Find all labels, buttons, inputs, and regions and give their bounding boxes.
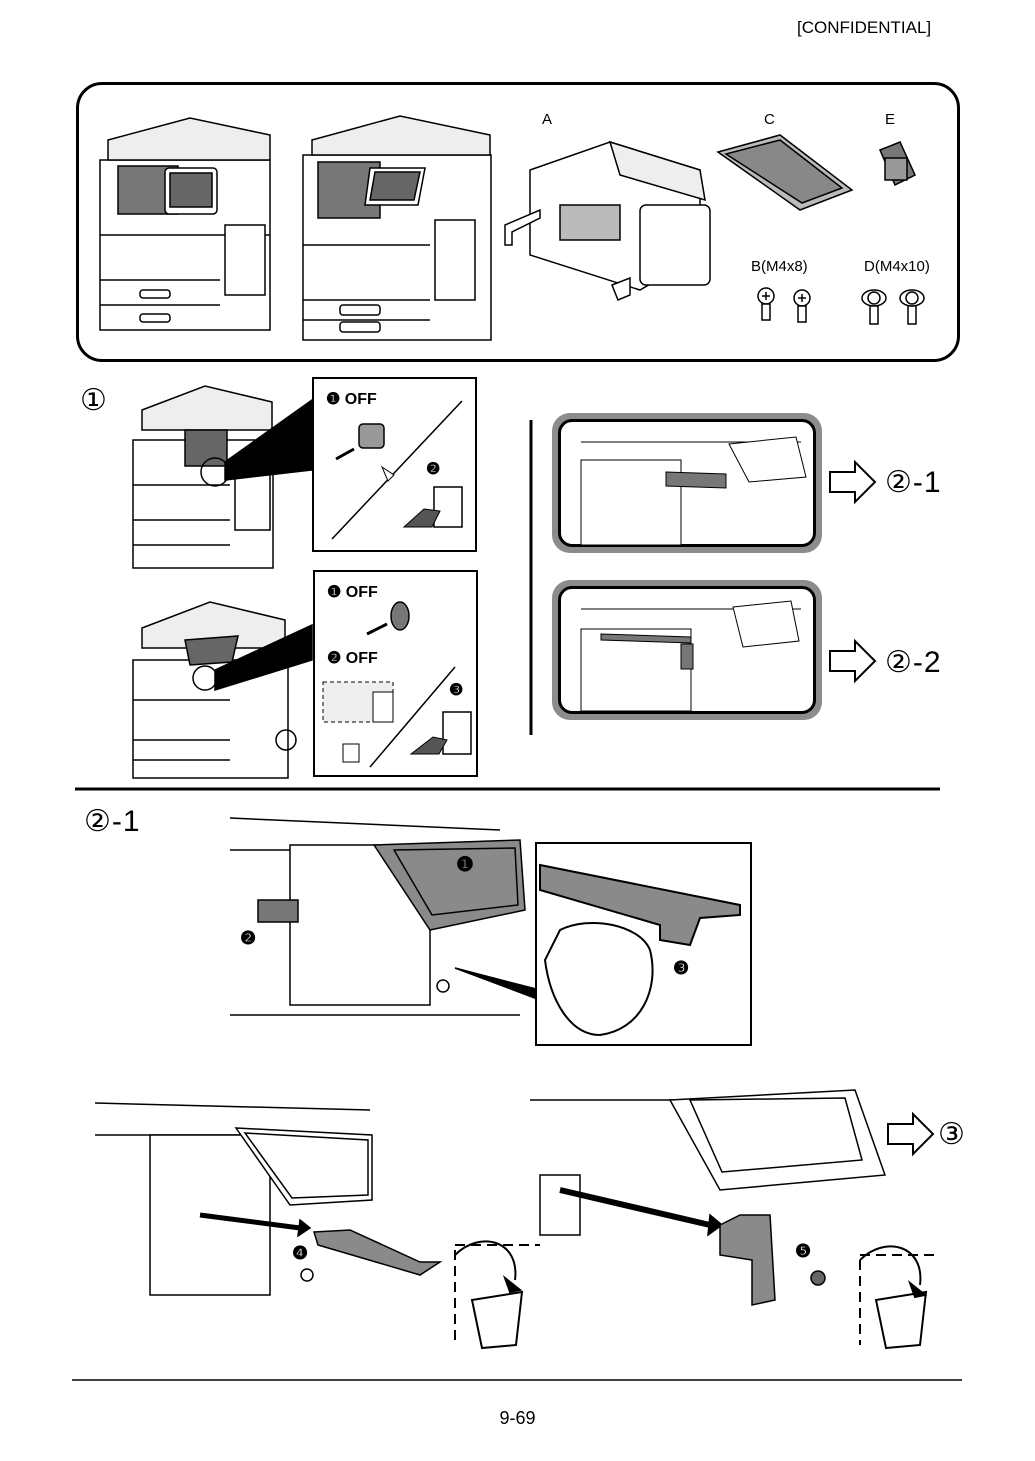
trash-bin-right bbox=[859, 1245, 935, 1350]
step1-copier-bottom bbox=[132, 601, 313, 779]
bottom-panel-n3: ❸ bbox=[449, 682, 464, 699]
step21-n5: ❺ bbox=[795, 1241, 812, 1261]
step21-marker: ②-1 bbox=[84, 805, 141, 838]
parts-box bbox=[76, 82, 960, 362]
page-number: 9-69 bbox=[499, 1408, 536, 1428]
top-panel-drawing bbox=[331, 400, 463, 540]
bottom-panel-drawing bbox=[322, 601, 472, 768]
branch-arrow-1 bbox=[829, 459, 877, 505]
step21-illustration-right bbox=[530, 1089, 887, 1306]
step21-n3: ❸ bbox=[673, 958, 690, 978]
step21-illustration-main bbox=[229, 817, 541, 1016]
part-a-label: A bbox=[542, 111, 553, 128]
top-panel-n2: ❷ bbox=[426, 461, 441, 478]
next-step-label: ③ bbox=[938, 1118, 965, 1151]
step1-marker: ① bbox=[80, 384, 107, 417]
confidential-label: [CONFIDENTIAL] bbox=[797, 18, 932, 37]
part-c-label: C bbox=[764, 111, 775, 128]
bottom-panel-off2: ❷ OFF bbox=[327, 650, 378, 667]
part-b-label: B(M4x8) bbox=[751, 258, 808, 275]
branch-arrow-2 bbox=[829, 638, 877, 684]
step1-copier-top bbox=[132, 385, 313, 569]
next-arrow bbox=[887, 1111, 935, 1157]
part-c-illustration bbox=[716, 134, 854, 211]
branch-image-2 bbox=[552, 580, 822, 720]
step1-bottom-panel: ❶ OFF ❷ OFF ❸ bbox=[313, 570, 478, 777]
branch-2-drawing bbox=[580, 600, 801, 712]
top-panel-off1: ❶ OFF bbox=[326, 391, 377, 408]
branch-image-1-inner bbox=[558, 419, 816, 547]
part-d-label: D(M4x10) bbox=[864, 258, 930, 275]
step1-top-panel: ❶ OFF ❷ bbox=[312, 377, 477, 552]
step21-illustration-left bbox=[94, 1102, 443, 1296]
step21-inset bbox=[535, 842, 752, 1046]
screws-b-illustration bbox=[757, 287, 811, 323]
bottom-panel-off1: ❶ OFF bbox=[327, 584, 378, 601]
screws-d-illustration bbox=[861, 289, 925, 325]
step21-n2: ❷ bbox=[240, 928, 257, 948]
branch-1-drawing bbox=[580, 436, 807, 546]
branch-image-2-inner bbox=[558, 586, 816, 714]
branch-image-1 bbox=[552, 413, 822, 553]
part-e-illustration bbox=[879, 141, 916, 187]
copier-illustration-1 bbox=[99, 117, 271, 331]
branch-label-2: ②-2 bbox=[885, 646, 942, 679]
part-e-label: E bbox=[885, 111, 896, 128]
trash-bin-left bbox=[454, 1240, 540, 1350]
copier-illustration-2 bbox=[302, 115, 492, 341]
step21-n4: ❹ bbox=[292, 1243, 309, 1263]
step21-n1: ❶ bbox=[456, 854, 474, 876]
part-a-illustration bbox=[504, 140, 711, 301]
branch-label-1: ②-1 bbox=[885, 466, 942, 499]
